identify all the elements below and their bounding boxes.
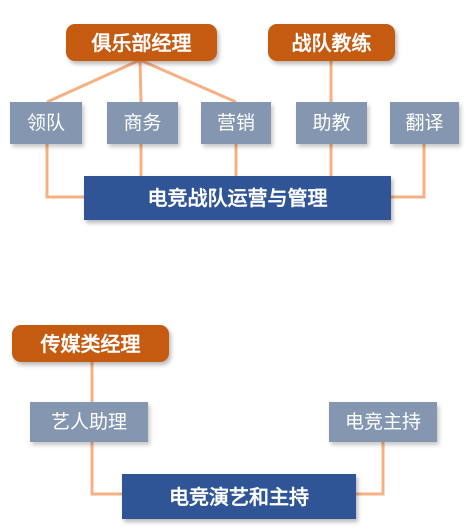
connector-translator-major [391,144,426,199]
connector-host-major [356,442,385,496]
media-manager-box: 传媒类经理 [12,325,169,362]
club-manager-box: 俱乐部经理 [66,24,217,61]
esports-host-box: 电竞主持 [329,402,437,442]
team-coach-box: 战队教练 [268,24,395,61]
assistant-coach-box: 助教 [296,102,367,144]
connector-manager-business [138,59,143,103]
assistant-coach-label: 助教 [312,111,351,134]
translator-label: 翻译 [405,111,444,134]
artist-assistant-box: 艺人助理 [30,402,148,442]
team-leader-box: 领队 [10,102,82,144]
connector-team-leader-major [45,144,84,199]
esports-team-operation-major-box: 电竞战队运营与管理 [84,176,391,220]
team-coach-label: 战队教练 [291,30,372,55]
media-manager-label: 传媒类经理 [40,331,141,356]
connector-manager-team-leader [46,58,141,104]
artist-assistant-label: 艺人助理 [50,410,127,433]
esports-host-label: 电竞主持 [344,410,421,433]
club-manager-label: 俱乐部经理 [91,30,192,55]
marketing-label: 营销 [216,111,255,134]
business-box: 商务 [107,102,178,144]
business-label: 商务 [123,111,162,134]
esports-performance-hosting-major-label: 电竞演艺和主持 [169,484,309,509]
esports-performance-hosting-major-box: 电竞演艺和主持 [122,474,356,519]
esports-team-operation-major-label: 电竞战队运营与管理 [147,186,328,210]
team-leader-label: 领队 [26,111,65,134]
connector-artist-assistant-major [90,442,122,496]
translator-box: 翻译 [390,102,459,144]
connector-manager-marketing [139,58,237,104]
marketing-box: 营销 [201,102,271,144]
